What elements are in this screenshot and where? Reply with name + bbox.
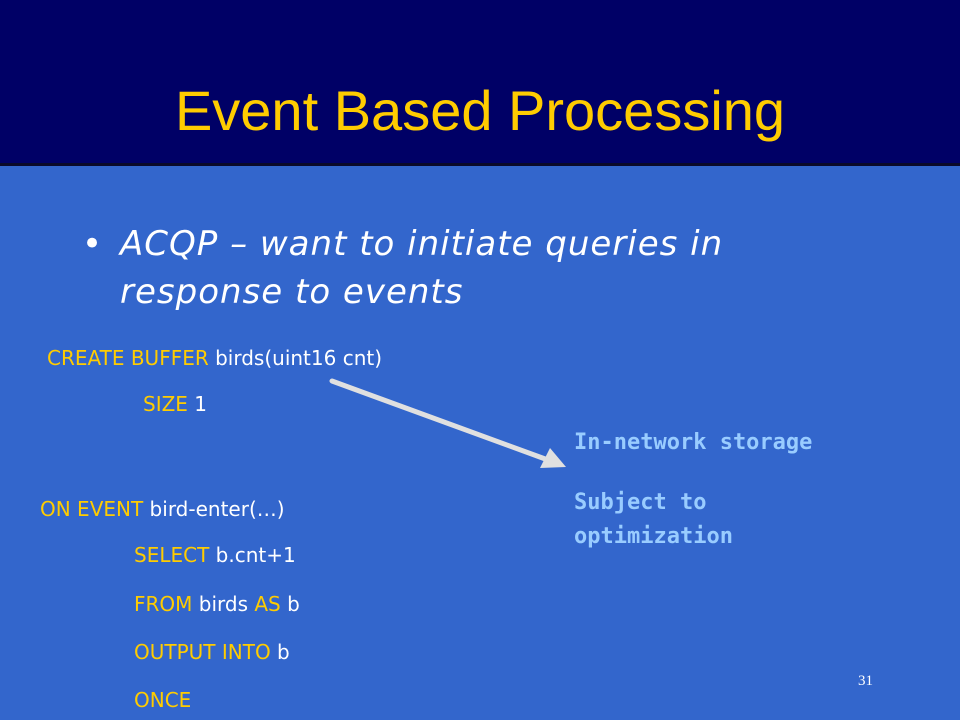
- code-text: b: [280, 592, 300, 616]
- code-keyword: SIZE: [143, 392, 188, 416]
- code-line-size: SIZE 1: [143, 392, 207, 416]
- code-keyword: SELECT: [134, 543, 210, 567]
- code-keyword: CREATE BUFFER: [47, 346, 209, 370]
- slide-title: Event Based Processing: [174, 79, 786, 142]
- code-text: birds(uint16 cnt): [208, 346, 383, 370]
- code-keyword: AS: [254, 592, 281, 616]
- annotation-subject-to: Subject to: [574, 490, 707, 515]
- header-divider: [0, 163, 960, 166]
- bullet-text: ACQP – want to initiate queries in respo…: [120, 224, 724, 312]
- code-text: birds: [192, 592, 255, 616]
- code-line-select: SELECT b.cnt+1: [134, 543, 296, 567]
- code-line-once: ONCE: [134, 688, 191, 712]
- bullet-marker: •: [82, 224, 104, 264]
- code-line-output-into: OUTPUT INTO b: [134, 640, 290, 664]
- code-keyword: ON EVENT: [40, 497, 144, 521]
- code-text: b: [270, 640, 290, 664]
- code-text: bird-enter(…): [143, 497, 285, 521]
- code-text: b.cnt+1: [209, 543, 296, 567]
- code-line-from: FROM birds AS b: [134, 592, 300, 616]
- slide-header-band: [0, 0, 960, 163]
- annotation-optimization: optimization: [574, 524, 733, 549]
- code-line-create-buffer: CREATE BUFFER birds(uint16 cnt): [47, 346, 382, 370]
- code-keyword: ONCE: [134, 688, 192, 712]
- page-number: 31: [858, 673, 873, 689]
- annotation-in-network-storage: In-network storage: [574, 430, 813, 455]
- code-keyword: OUTPUT INTO: [134, 640, 271, 664]
- code-text: 1: [187, 392, 208, 416]
- code-keyword: FROM: [134, 592, 193, 616]
- bullet-item: • ACQP – want to initiate queries in res…: [82, 220, 882, 316]
- code-line-on-event: ON EVENT bird-enter(…): [40, 497, 285, 521]
